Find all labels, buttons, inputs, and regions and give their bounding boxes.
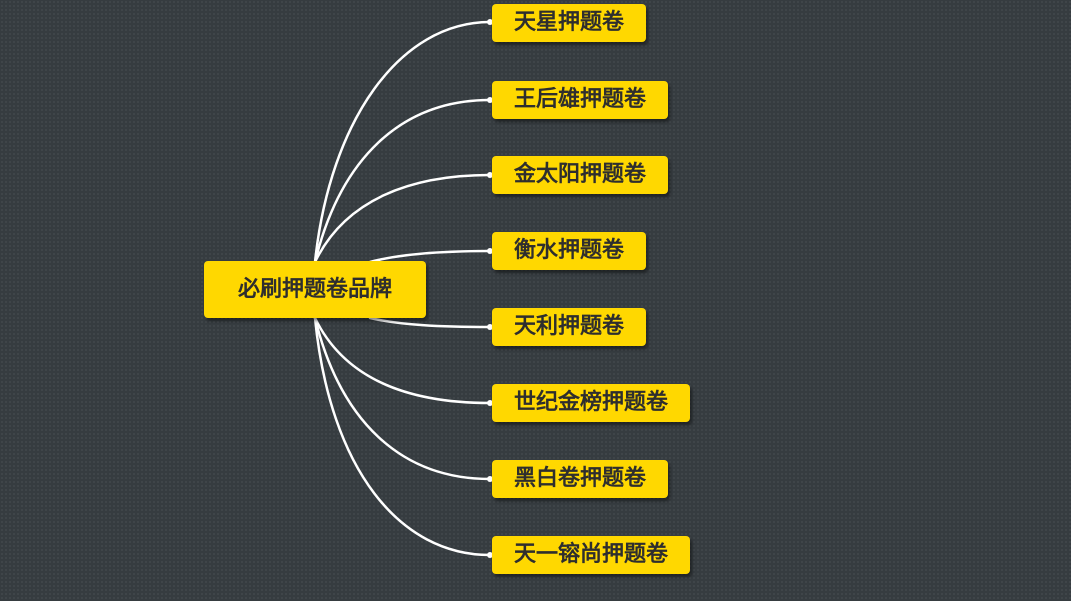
- branch-node-1[interactable]: 天星押题卷: [492, 4, 647, 42]
- connector-endpoint-dot: [487, 248, 493, 254]
- connector-line: [313, 173, 492, 264]
- branch-node-3[interactable]: 金太阳押题卷: [492, 156, 669, 194]
- branch-node-7[interactable]: 黑白卷押题卷: [492, 460, 669, 498]
- connector-line: [313, 98, 492, 264]
- connector-endpoint-dot: [487, 172, 493, 178]
- connector-lines: [313, 20, 492, 557]
- connector-endpoint-dot: [487, 476, 493, 482]
- connector-endpoint-dot: [487, 97, 493, 103]
- root-node[interactable]: 必刷押题卷品牌: [204, 261, 426, 318]
- connector-line: [313, 316, 492, 405]
- connector-line: [368, 249, 492, 264]
- connector-line: [313, 316, 492, 481]
- branch-node-8[interactable]: 天一镕尚押题卷: [492, 536, 691, 574]
- connector-endpoint-dot: [487, 400, 493, 406]
- branch-node-4[interactable]: 衡水押题卷: [492, 232, 647, 270]
- branch-node-5[interactable]: 天利押题卷: [492, 308, 647, 346]
- branch-node-2[interactable]: 王后雄押题卷: [492, 81, 669, 119]
- connector-endpoint-dot: [487, 324, 493, 330]
- connector-endpoint-dot: [487, 552, 493, 558]
- connector-line: [313, 316, 492, 557]
- connector-endpoint-dot: [487, 19, 493, 25]
- connector-line: [368, 316, 492, 329]
- connector-endpoints: [487, 19, 493, 558]
- connector-line: [313, 20, 492, 264]
- branch-node-6[interactable]: 世纪金榜押题卷: [492, 384, 691, 422]
